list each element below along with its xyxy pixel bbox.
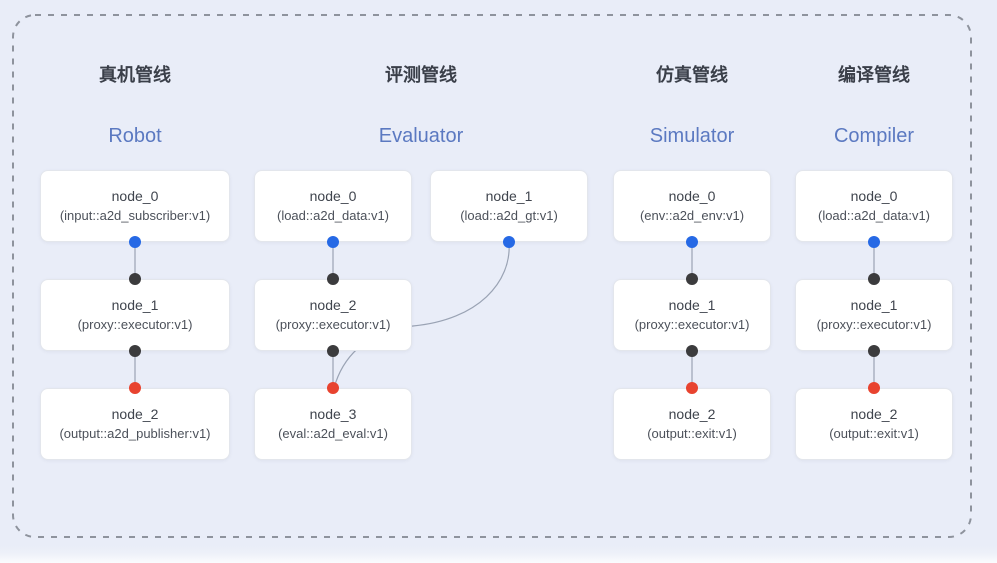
node-compiler-node2[interactable]: node_2 (output::exit:v1) [795,388,953,460]
node-simulator-node2[interactable]: node_2 (output::exit:v1) [613,388,771,460]
node-evaluator-node0[interactable]: node_0 (load::a2d_data:v1) [254,170,412,242]
node-impl: (output::exit:v1) [647,426,737,441]
node-impl: (load::a2d_gt:v1) [460,208,558,223]
pipeline-title-zh-compiler: 编译管线 [838,65,910,85]
pipeline-title-en-simulator: Simulator [649,125,735,147]
node-impl: (proxy::executor:v1) [634,317,750,332]
pipeline-title-zh-evaluator: 评测管线 [385,65,457,85]
node-name: node_0 [111,188,159,204]
node-impl: (proxy::executor:v1) [77,317,193,332]
node-impl: (proxy::executor:v1) [816,317,932,332]
node-name: node_3 [309,406,357,422]
node-impl: (output::a2d_publisher:v1) [59,426,211,441]
pipeline-title-zh-robot: 真机管线 [99,65,171,85]
node-impl: (output::exit:v1) [829,426,919,441]
pipeline-title-zh-simulator: 仿真管线 [656,65,728,85]
pipeline-title-en-evaluator: Evaluator [378,125,464,147]
node-name: node_2 [111,406,159,422]
node-robot-node0[interactable]: node_0 (input::a2d_subscriber:v1) [40,170,230,242]
pipeline-title-en-compiler: Compiler [833,125,915,147]
node-name: node_1 [111,297,159,313]
node-name: node_2 [309,297,357,313]
pipeline-title-en-robot: Robot [108,125,162,147]
node-name: node_2 [850,406,898,422]
node-name: node_0 [850,188,898,204]
node-impl: (load::a2d_data:v1) [817,208,931,223]
node-name: node_0 [668,188,716,204]
node-robot-node2[interactable]: node_2 (output::a2d_publisher:v1) [40,388,230,460]
node-compiler-node0[interactable]: node_0 (load::a2d_data:v1) [795,170,953,242]
node-name: node_1 [850,297,898,313]
node-evaluator-node3[interactable]: node_3 (eval::a2d_eval:v1) [254,388,412,460]
node-impl: (eval::a2d_eval:v1) [278,426,388,441]
node-impl: (env::a2d_env:v1) [639,208,745,223]
node-name: node_0 [309,188,357,204]
node-impl: (load::a2d_data:v1) [276,208,390,223]
node-evaluator-node2[interactable]: node_2 (proxy::executor:v1) [254,279,412,351]
node-impl: (input::a2d_subscriber:v1) [59,208,211,223]
node-robot-node1[interactable]: node_1 (proxy::executor:v1) [40,279,230,351]
node-name: node_1 [668,297,716,313]
node-name: node_2 [668,406,716,422]
node-simulator-node1[interactable]: node_1 (proxy::executor:v1) [613,279,771,351]
node-simulator-node0[interactable]: node_0 (env::a2d_env:v1) [613,170,771,242]
node-impl: (proxy::executor:v1) [275,317,391,332]
node-evaluator-node1[interactable]: node_1 (load::a2d_gt:v1) [430,170,588,242]
node-name: node_1 [485,188,533,204]
node-compiler-node1[interactable]: node_1 (proxy::executor:v1) [795,279,953,351]
